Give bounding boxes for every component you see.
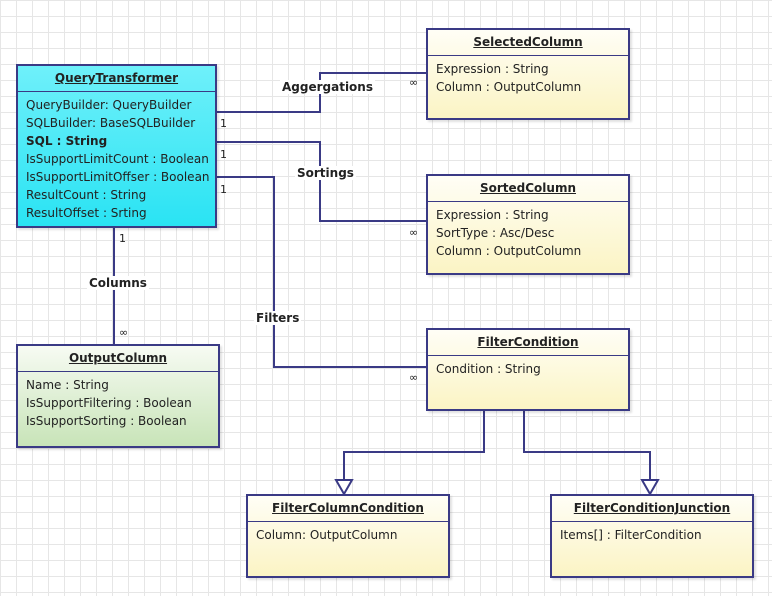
attribute: Condition : String [436,362,541,376]
multiplicity-aggregations-source: 1 [220,117,227,130]
class-output-column[interactable]: OutputColumn Name : String IsSupportFilt… [16,344,220,448]
attribute: IsSupportLimitOffser : Boolean [26,170,210,184]
attribute: Column : OutputColumn [436,80,582,94]
generalization-line-junction [523,409,651,480]
class-name: FilterCondition [428,330,628,356]
attribute: IsSupportSorting : Boolean [26,414,187,428]
attribute: Expression : String [436,62,549,76]
association-label-sortings: Sortings [295,166,356,180]
attribute: QueryBuilder: QueryBuilder [26,98,192,112]
attribute: IsSupportFiltering : Boolean [26,396,192,410]
class-sorted-column[interactable]: SortedColumn Expression : String SortTyp… [426,174,630,275]
class-name: SortedColumn [428,176,628,202]
generalization-line-column [343,409,485,480]
class-name: OutputColumn [18,346,218,372]
association-label-columns: Columns [87,276,149,290]
attribute: SQL : String [26,134,108,148]
attribute: ResultOffset : Srting [26,206,147,220]
attribute: Items[] : FilterCondition [560,528,702,542]
inheritance-arrow-column [334,479,354,497]
association-label-filters: Filters [254,311,302,325]
class-selected-column[interactable]: SelectedColumn Expression : String Colum… [426,28,630,120]
class-filter-condition-junction[interactable]: FilterConditionJunction Items[] : Filter… [550,494,754,578]
attribute: Column: OutputColumn [256,528,398,542]
class-name: FilterColumnCondition [248,496,448,522]
class-filter-column-condition[interactable]: FilterColumnCondition Column: OutputColu… [246,494,450,578]
multiplicity-sortings-source: 1 [220,148,227,161]
inheritance-arrow-junction [640,479,660,497]
multiplicity-sortings-target: ∞ [409,226,419,239]
class-name: QueryTransformer [18,66,215,92]
attribute: Expression : String [436,208,549,222]
multiplicity-aggregations-target: ∞ [409,76,419,89]
class-name: FilterConditionJunction [552,496,752,522]
attribute: ResultCount : String [26,188,147,202]
multiplicity-columns-source: 1 [119,232,126,245]
multiplicity-filters-source: 1 [220,183,227,196]
attribute: SortType : Asc/Desc [436,226,555,240]
attribute: SQLBuilder: BaseSQLBuilder [26,116,196,130]
attribute: Column : OutputColumn [436,244,582,258]
filters-line [216,176,427,368]
attribute: IsSupportLimitCount : Boolean [26,152,209,166]
class-filter-condition[interactable]: FilterCondition Condition : String [426,328,630,411]
class-name: SelectedColumn [428,30,628,56]
multiplicity-filters-target: ∞ [409,371,419,384]
association-label-aggregations: Aggergations [280,80,375,94]
multiplicity-columns-target: ∞ [119,326,129,339]
sortings-line [216,141,427,222]
attribute: Name : String [26,378,109,392]
class-query-transformer[interactable]: QueryTransformer QueryBuilder: QueryBuil… [16,64,217,228]
